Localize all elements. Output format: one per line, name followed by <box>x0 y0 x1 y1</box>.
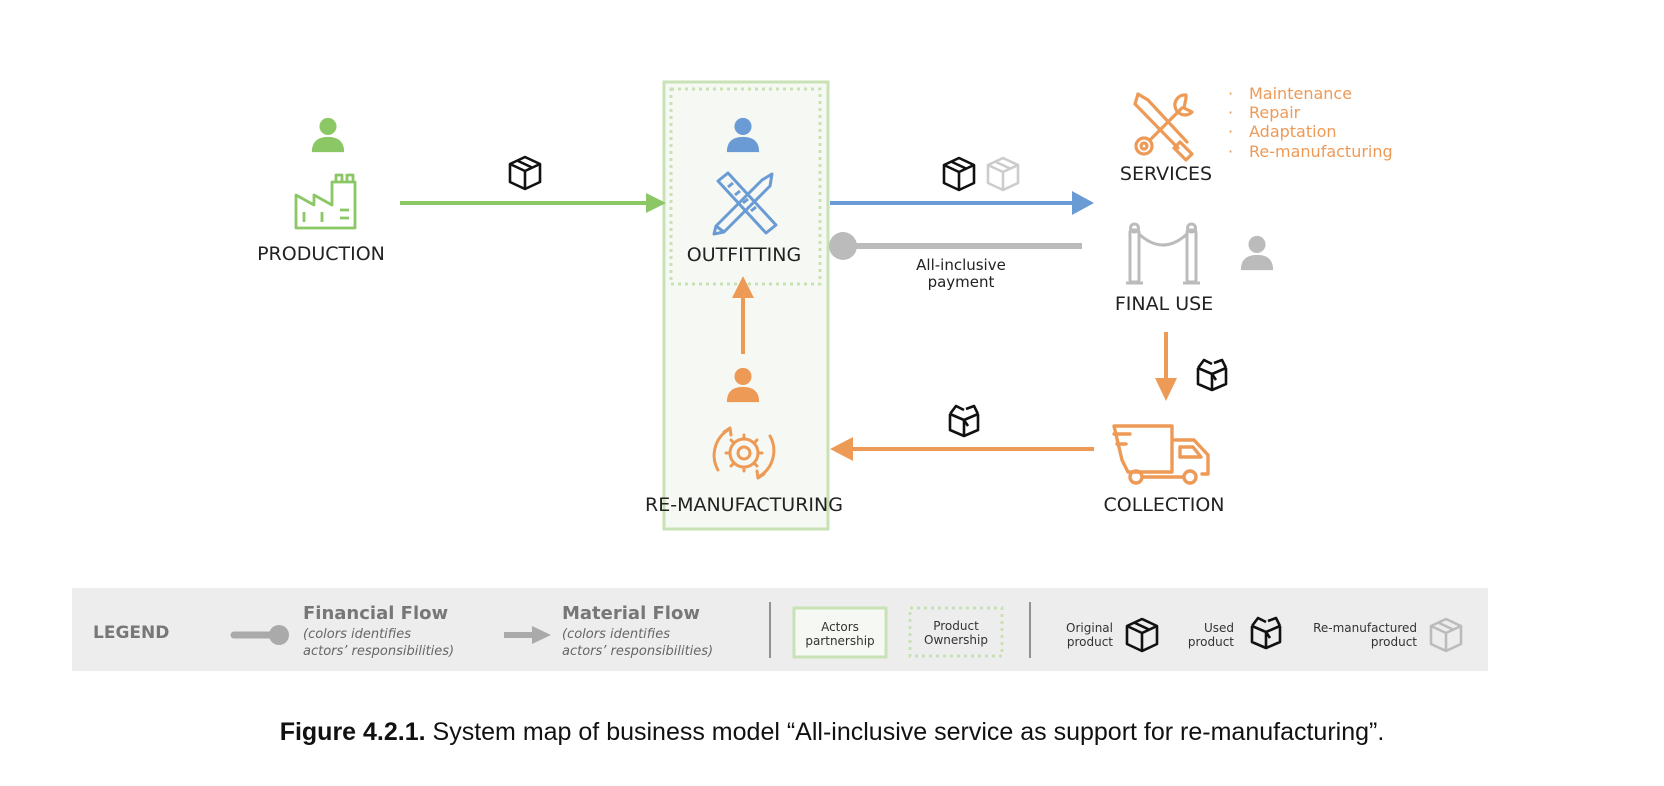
actors-partnership-frame <box>662 80 830 531</box>
legend-original-label-1: Original <box>1066 621 1113 635</box>
original-product-icon <box>508 155 542 191</box>
services-list-bullet: · <box>1228 122 1233 141</box>
payment-label-line-1: All-inclusive <box>916 256 1006 274</box>
collection-label: COLLECTION <box>1103 494 1224 516</box>
legend-remanufactured-label-1: Re-manufactured <box>1313 621 1417 635</box>
legend-title: LEGEND <box>93 623 169 643</box>
legend-original-label-2: product <box>1067 635 1113 649</box>
production-actor-icon <box>311 117 345 153</box>
truck-icon <box>1112 424 1210 485</box>
final-use-label: FINAL USE <box>1115 293 1213 315</box>
services-list-bullet: · <box>1228 142 1233 161</box>
stanchion-icon <box>1126 222 1200 285</box>
services-list-item: Re-manufacturing <box>1249 142 1393 161</box>
legend-partnership-swatch <box>792 606 888 659</box>
gear-cycle-icon <box>712 426 776 480</box>
final-user-actor-icon <box>1240 235 1274 271</box>
used-product-icon <box>1196 358 1228 392</box>
figure-caption-label: Figure 4.2.1. <box>279 718 426 746</box>
legend-financial-sub-1: (colors identifies <box>303 627 411 642</box>
services-list-bullet: · <box>1228 84 1233 103</box>
remanufactured-product-icon <box>986 156 1020 192</box>
tools-icon <box>712 171 778 236</box>
legend-financial-sub-2: actors’ responsibilities) <box>303 644 454 659</box>
legend-partnership-label-1: Actors <box>821 620 859 634</box>
services-list: · Maintenance · Repair · Adaptation · Re… <box>1228 84 1393 161</box>
original-product-icon-2 <box>942 156 976 192</box>
legend-financial-flow-dot <box>269 625 289 645</box>
legend-partnership-label-2: partnership <box>805 634 874 648</box>
legend-material-sub-2: actors’ responsibilities) <box>562 644 713 659</box>
payment-label-line-2: payment <box>928 273 995 291</box>
legend-material-title: Material Flow <box>562 603 700 624</box>
services-tools-icon <box>1133 92 1194 162</box>
services-label: SERVICES <box>1120 163 1212 185</box>
services-list-item: Adaptation <box>1249 122 1337 141</box>
financial-flow-endpoint <box>829 232 857 260</box>
services-list-item: Repair <box>1249 103 1301 122</box>
legend-used-label-2: product <box>1188 635 1234 649</box>
legend-used-label-1: Used <box>1204 621 1234 635</box>
legend-ownership-label-2: Ownership <box>924 633 988 647</box>
legend-remanufactured-label-2: product <box>1371 635 1417 649</box>
legend-material-sub-1: (colors identifies <box>562 627 670 642</box>
services-list-item: Maintenance <box>1249 84 1352 103</box>
used-product-icon-2 <box>948 404 980 438</box>
remanufacturing-label: RE-MANUFACTURING <box>645 494 843 516</box>
production-label: PRODUCTION <box>257 243 385 265</box>
outfitting-label: OUTFITTING <box>687 244 801 266</box>
services-list-bullet: · <box>1228 103 1233 122</box>
legend-financial-title: Financial Flow <box>303 603 448 624</box>
figure-caption: Figure 4.2.1. System map of business mod… <box>0 718 1664 747</box>
product-ownership-frame <box>669 87 822 286</box>
legend-ownership-label-1: Product <box>933 619 979 633</box>
figure-caption-text: System map of business model “All-inclus… <box>425 718 1385 746</box>
factory-icon <box>294 173 357 230</box>
legend-material-flow-arrowhead <box>532 626 551 644</box>
legend: LEGEND Financial Flow (colors identifies… <box>72 588 1488 671</box>
